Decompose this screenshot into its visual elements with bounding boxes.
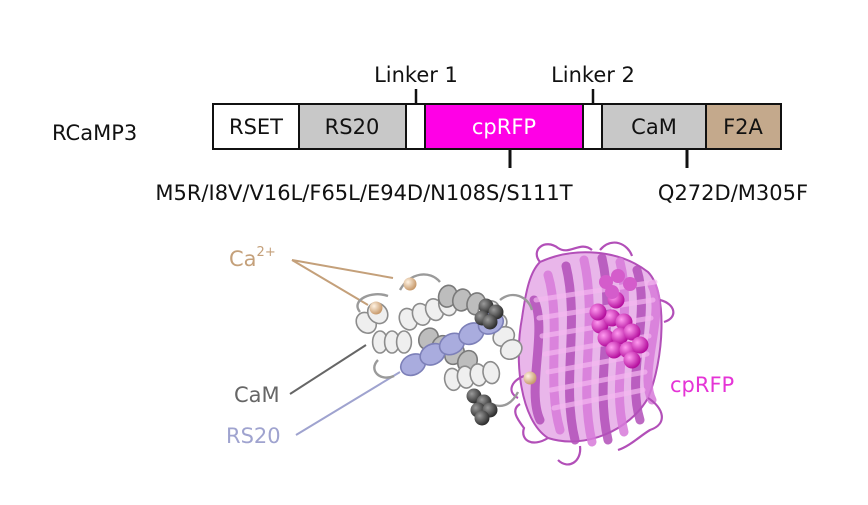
calcium-ions xyxy=(369,277,537,385)
chromophore-atom xyxy=(623,351,641,369)
calcium-ion xyxy=(523,371,537,385)
beta-strand-highlight xyxy=(551,387,646,411)
calcium-charge: 2+ xyxy=(257,245,276,260)
cprfp-structure-label: cpRFP xyxy=(670,373,734,397)
residue-atom xyxy=(474,410,490,426)
coil xyxy=(373,359,395,379)
cam-helices xyxy=(355,273,534,408)
chromophore-spheres xyxy=(589,269,649,369)
calcium-label: Ca2+ xyxy=(229,245,276,271)
domain-linker-2 xyxy=(582,103,603,150)
rs20-label: RS20 xyxy=(226,424,281,448)
chromophore-atom xyxy=(589,303,607,321)
barrel-loop xyxy=(514,403,549,444)
surface-residue xyxy=(623,277,637,291)
domain-label-f2a: F2A xyxy=(723,115,763,139)
linker-2-label: Linker 2 xyxy=(551,63,635,87)
cam-label: CaM xyxy=(234,383,280,407)
domain-cprfp: cpRFP xyxy=(424,103,584,150)
calcium-ion xyxy=(403,277,417,291)
domain-rset: RSET xyxy=(212,103,300,150)
domain-f2a: F2A xyxy=(705,103,782,150)
chromophore-atom xyxy=(631,336,649,354)
helix-turn xyxy=(482,360,501,385)
domain-cam: CaM xyxy=(601,103,707,150)
barrel-loop xyxy=(617,397,663,452)
beta-strand xyxy=(529,295,545,425)
beta-strand xyxy=(561,261,580,445)
coil xyxy=(499,293,534,311)
coil xyxy=(398,273,441,291)
cam-pointer xyxy=(289,344,367,395)
protein-structure xyxy=(355,241,675,466)
linker-1-label: Linker 1 xyxy=(374,63,458,87)
calcium-pointer-2 xyxy=(291,259,369,306)
rs20-pointer xyxy=(295,371,401,436)
beta-strand-highlight xyxy=(548,369,648,393)
alpha-helix xyxy=(437,284,487,316)
construct-name: RCaMP3 xyxy=(52,121,137,145)
mutation-label-cam: Q272D/M305F xyxy=(658,181,808,205)
domain-linker-1 xyxy=(405,103,426,150)
helix-turn xyxy=(499,338,523,361)
chromophore-atom xyxy=(605,341,623,359)
mutation-residue-spheres xyxy=(466,298,504,426)
barrel-loop xyxy=(659,298,675,324)
barrel-loop xyxy=(557,445,582,466)
domain-label-cprfp: cpRFP xyxy=(472,115,536,139)
alpha-helix xyxy=(371,330,413,354)
domain-label-rset: RSET xyxy=(229,115,283,139)
helix-turn xyxy=(395,330,413,354)
mutation-label-cprfp: M5R/I8V/V16L/F65L/E94D/N108S/S111T xyxy=(155,181,572,205)
surface-residue xyxy=(605,285,619,299)
domain-label-cam: CaM xyxy=(631,115,677,139)
barrel-loop xyxy=(599,241,634,257)
domain-rs20: RS20 xyxy=(298,103,407,150)
calcium-ion xyxy=(369,301,383,315)
alpha-helix xyxy=(443,360,501,392)
calcium-pointer-1 xyxy=(291,259,394,279)
surface-residue xyxy=(611,269,625,283)
beta-strand xyxy=(643,280,661,405)
chromophore-atom xyxy=(597,329,615,347)
domain-label-rs20: RS20 xyxy=(325,115,380,139)
chromophore-atom xyxy=(623,323,641,341)
beta-strand xyxy=(579,255,597,447)
residue-atom xyxy=(482,314,498,330)
coil xyxy=(356,293,389,313)
barrel-loop xyxy=(535,243,593,263)
calcium-label-text: Ca xyxy=(229,247,257,271)
